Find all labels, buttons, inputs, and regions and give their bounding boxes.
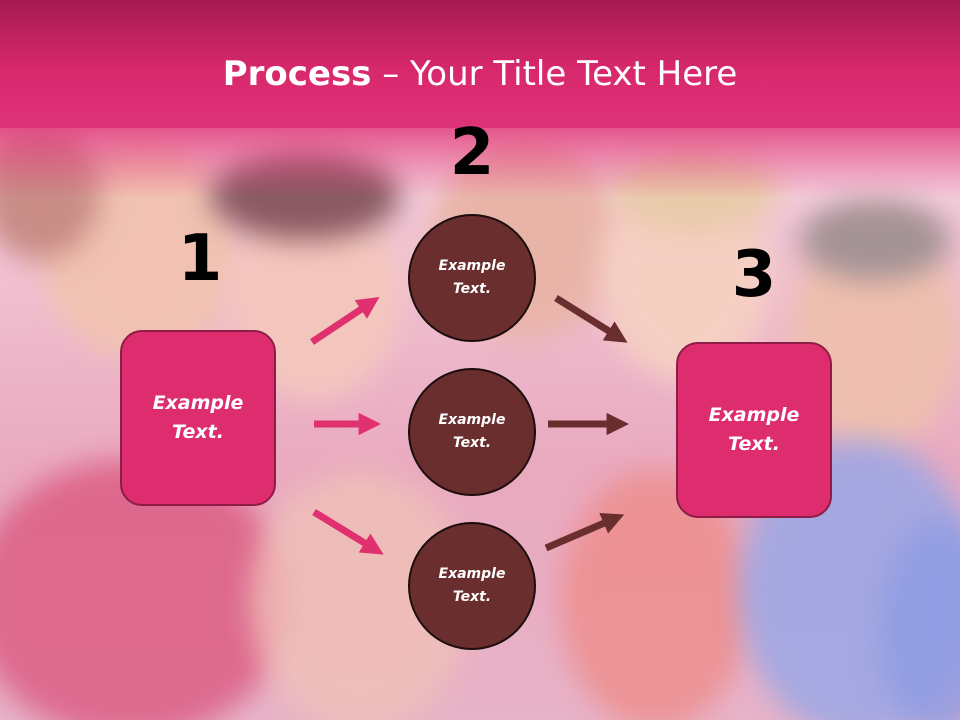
arrow-top-to-3: [554, 295, 628, 343]
step-number-2: 2: [449, 116, 495, 190]
arrow-1-to-top: [310, 297, 380, 345]
title-bar: [0, 0, 960, 128]
step-2-circle-bottom: Example Text.: [408, 522, 536, 650]
step-number-3: 3: [731, 238, 777, 312]
step-1-text: Example Text.: [152, 392, 244, 443]
title-bold: Process: [222, 54, 372, 94]
step-2-circle-top: Example Text.: [408, 214, 536, 342]
step-number-1: 1: [177, 222, 223, 296]
step-2-circle-middle: Example Text.: [408, 368, 536, 496]
step-2-circle-top-text: Example Text.: [438, 258, 506, 297]
title-rest: – Your Title Text Here: [371, 54, 738, 94]
step-3-box: Example Text.: [676, 342, 832, 518]
step-3-text: Example Text.: [708, 404, 800, 455]
step-1-box: Example Text.: [120, 330, 276, 506]
slide-title: Process – Your Title Text Here: [0, 52, 960, 96]
arrow-bottom-to-3: [544, 512, 625, 552]
step-2-circle-bottom-text: Example Text.: [438, 566, 506, 605]
title-bar-fade: [0, 128, 960, 198]
step-2-circle-middle-text: Example Text.: [438, 412, 506, 451]
arrow-1-to-bottom: [312, 509, 384, 555]
